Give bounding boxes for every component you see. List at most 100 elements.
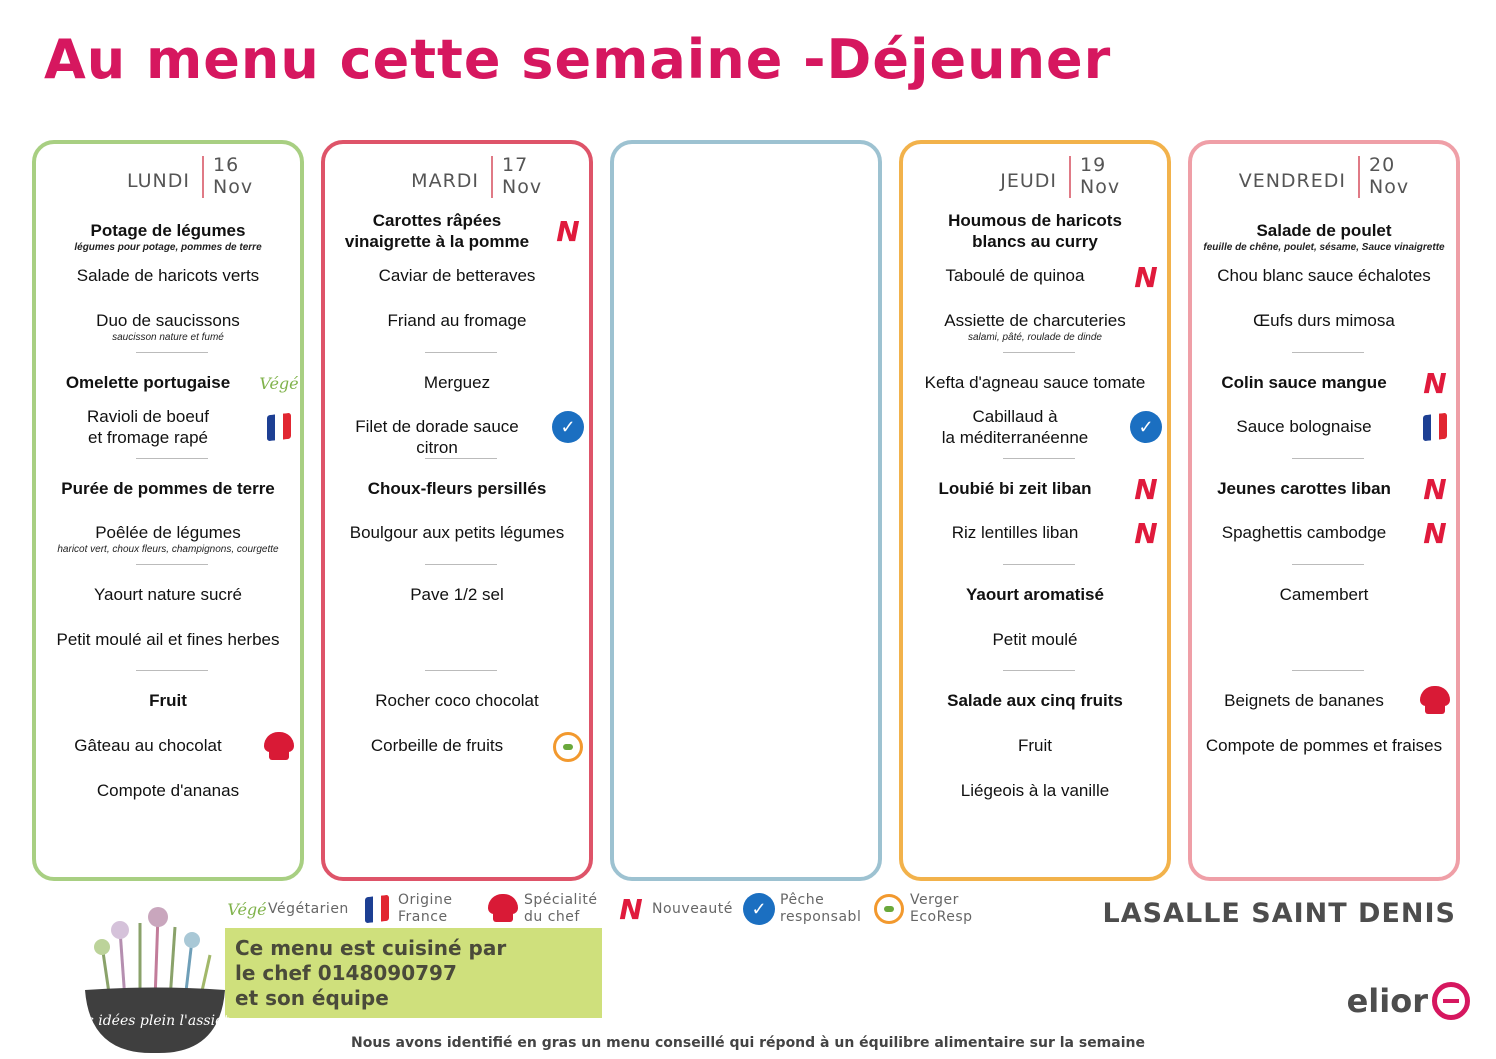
chef-hat-icon [262,730,296,764]
day-number: 20 [1369,154,1396,176]
chef-hat-icon [486,892,520,926]
divider [1292,458,1364,459]
vege-icon: Végé [227,899,267,919]
dish-dairy: Pave 1/2 sel [410,585,504,604]
france-flag-icon [262,410,296,444]
dish-starter-alt: Taboulé de quinoa [945,266,1085,285]
dish-starter-alt: Friand au fromage [387,311,527,330]
day-divider [202,156,204,198]
dish-main: Merguez [423,373,491,392]
school-name: LASALLE SAINT DENIS [1102,898,1456,929]
dish-main: Colin sauce mangue [1221,373,1387,392]
france-flag-icon [1418,410,1452,444]
dish-dessert-alt: Fruit [1018,736,1052,755]
chef-line: le chef 0148090797 [235,961,457,985]
nouveaute-icon: N [1423,472,1447,506]
dish-side-alt: Spaghettis cambodge [1221,523,1387,542]
france-flag-icon [360,892,394,926]
day-header: VENDREDI 20 Nov [1192,154,1456,202]
nouveaute-icon: N [1423,366,1447,400]
divider [425,352,497,353]
dish-dessert: Rocher coco chocolat [375,691,539,710]
chef-line: et son équipe [235,986,389,1010]
divider [1292,352,1364,353]
dish-dessert-alt: Liégeois à la vanille [960,781,1110,800]
day-number: 17 [502,154,529,176]
dish-side: Purée de pommes de terre [61,479,275,498]
verger-icon [872,892,906,926]
divider [425,458,497,459]
dish-dairy: Yaourt nature sucré [93,585,243,604]
day-name: LUNDI [127,170,190,192]
divider [136,564,208,565]
dish-dairy-alt: Petit moulé [992,630,1078,649]
dish-dessert-alt: Corbeille de fruits [370,736,504,755]
dish-starter-alt: Salade de haricots verts [76,266,260,285]
nouveaute-icon: N [556,214,580,248]
dish-dairy: Yaourt aromatisé [966,585,1104,604]
dish-dessert-alt: Compote de pommes et fraises [1205,736,1443,755]
dish-starter-alt: Chou blanc sauce échalotes [1217,266,1431,285]
day-name: JEUDI [1000,170,1057,192]
dish-main-alt: Sauce bolognaise [1236,417,1372,436]
divider [1003,352,1075,353]
dish-dessert: Salade aux cinq fruits [947,691,1123,710]
elior-logo: elior [1347,982,1470,1020]
dish-starter-alt: Caviar de betteraves [378,266,536,285]
divider [425,564,497,565]
divider [1292,564,1364,565]
day-month: Nov [213,176,254,198]
day-header: JEUDI 19 Nov [903,154,1167,202]
day-column-mercredi [610,140,882,881]
day-divider [1358,156,1360,198]
divider [1003,670,1075,671]
legend-nouveaute: N Nouveauté [614,890,733,928]
dish-side-alt: Riz lentilles liban [951,523,1079,542]
nouveaute-icon: N [1423,516,1447,550]
day-number: 16 [213,154,240,176]
day-header: MARDI 17 Nov [325,154,589,202]
day-divider [491,156,493,198]
dish-dessert-alt: Compote d'ananas [96,781,240,800]
chef-info-box: Ce menu est cuisiné par le chef 01480907… [225,928,602,1018]
divider [136,670,208,671]
dish-dessert: Fruit [149,691,187,710]
day-divider [1069,156,1071,198]
fish-icon: ✓ [742,892,776,926]
dish-dessert: Beignets de bananes [1224,691,1384,710]
nouveaute-icon: N [619,892,643,926]
legend-label: Nouveauté [652,900,733,917]
day-month: Nov [502,176,543,198]
divider [136,352,208,353]
chef-hat-icon [1418,684,1452,718]
dish-main-alt: Filet de dorade sauce citron [355,417,519,457]
nouveaute-icon: N [1134,516,1158,550]
divider [425,670,497,671]
dish-dessert-alt: Gâteau au chocolat [74,736,222,755]
dish-main: Omelette portugaise [65,373,231,392]
dish-starter-alt: Œufs durs mimosa [1253,311,1395,330]
fish-icon: ✓ [551,410,585,444]
elior-mark-icon [1432,982,1470,1020]
divider [1003,458,1075,459]
brand-name: elior [1346,982,1428,1020]
nouveaute-icon: N [1134,260,1158,294]
day-name: MARDI [411,170,479,192]
dish-side-alt: Boulgour aux petits légumes [349,523,565,542]
day-month: Nov [1369,176,1410,198]
dish-dairy: Camembert [1279,585,1369,604]
dish-dairy-alt: Petit moulé ail et fines herbes [56,630,280,649]
legend-label: Végétarien [268,900,349,917]
